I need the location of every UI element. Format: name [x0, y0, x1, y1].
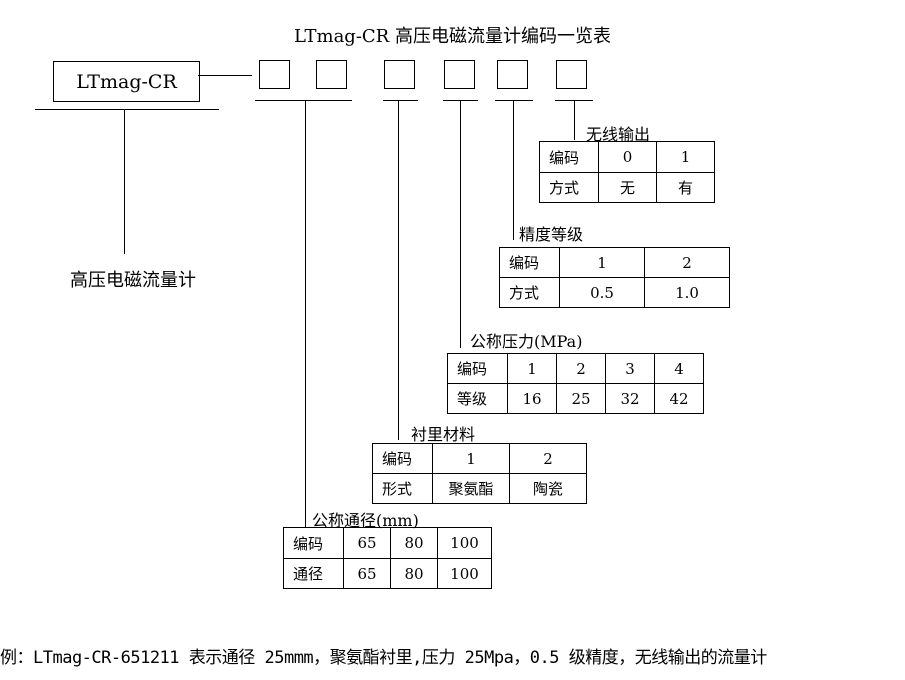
table-header-cell: 编码	[499, 247, 560, 278]
table-cell: 1.0	[644, 277, 730, 308]
table-cell: 1	[432, 443, 510, 474]
leader-line-pressure	[460, 100, 461, 348]
table-cell: 100	[437, 527, 492, 559]
table-cell: 1	[559, 247, 645, 278]
table-cell: 1	[656, 141, 715, 173]
product-leader-line	[124, 109, 125, 254]
nominal-pressure-table: 编码 1 2 3 4 等级 16 25 32 42	[447, 353, 704, 414]
code-box-5	[497, 60, 528, 89]
table-cell: 陶瓷	[509, 473, 587, 504]
table-cell: 有	[656, 172, 715, 203]
code-underline-4	[495, 100, 533, 101]
wireless-output-caption: 无线输出	[586, 125, 651, 144]
table-cell: 1	[507, 353, 557, 384]
table-header-cell: 通径	[283, 558, 344, 589]
table-cell: 4	[654, 353, 704, 384]
leader-line-lining	[398, 100, 399, 440]
example-text: 例：LTmag-CR-651211 表示通径 25mmm，聚氨酯衬里,压力 25…	[0, 648, 767, 668]
leader-line-wireless	[574, 100, 575, 140]
lining-material-caption: 衬里材料	[411, 425, 476, 444]
code-box-3	[384, 60, 415, 89]
nominal-diameter-table: 编码 65 80 100 通径 65 80 100	[283, 527, 492, 589]
nominal-pressure-caption: 公称压力(MPa)	[470, 332, 583, 351]
wireless-output-table: 编码 0 1 方式 无 有	[539, 141, 715, 203]
code-underline-2	[383, 100, 418, 101]
code-box-2	[316, 60, 347, 89]
table-header-cell: 形式	[372, 473, 433, 504]
table-cell: 2	[556, 353, 606, 384]
table-header-cell: 方式	[539, 172, 599, 203]
table-cell: 0.5	[559, 277, 645, 308]
table-cell: 2	[644, 247, 730, 278]
table-cell: 2	[509, 443, 587, 474]
connector-line	[198, 75, 252, 76]
table-header-cell: 编码	[539, 141, 599, 173]
table-cell: 无	[598, 172, 657, 203]
table-cell: 0	[598, 141, 657, 173]
code-box-1	[259, 60, 290, 89]
accuracy-class-table: 编码 1 2 方式 0.5 1.0	[499, 247, 730, 308]
page-title: LTmag-CR 高压电磁流量计编码一览表	[294, 26, 611, 47]
table-cell: 100	[437, 558, 492, 589]
table-cell: 3	[605, 353, 655, 384]
table-header-cell: 方式	[499, 277, 560, 308]
table-cell: 42	[654, 383, 704, 414]
accuracy-class-caption: 精度等级	[519, 225, 584, 244]
code-box-4	[444, 60, 475, 89]
table-header-cell: 编码	[283, 527, 344, 559]
leader-line-accuracy	[513, 100, 514, 240]
table-cell: 65	[343, 558, 391, 589]
nominal-diameter-caption: 公称通径(mm)	[312, 511, 419, 530]
table-header-cell: 编码	[447, 353, 508, 384]
table-cell: 65	[343, 527, 391, 559]
leader-line-diameter	[305, 100, 306, 527]
table-cell: 聚氨酯	[432, 473, 510, 504]
table-cell: 80	[390, 558, 438, 589]
table-cell: 32	[605, 383, 655, 414]
code-underline-1	[255, 100, 352, 101]
table-header-cell: 编码	[372, 443, 433, 474]
lining-material-table: 编码 1 2 形式 聚氨酯 陶瓷	[372, 443, 587, 504]
model-underline	[35, 109, 219, 110]
model-box: LTmag-CR	[53, 61, 200, 102]
table-header-cell: 等级	[447, 383, 508, 414]
table-cell: 80	[390, 527, 438, 559]
code-box-6	[556, 60, 587, 89]
table-cell: 25	[556, 383, 606, 414]
model-label: LTmag-CR	[76, 70, 177, 93]
product-label: 高压电磁流量计	[70, 270, 196, 291]
table-cell: 16	[507, 383, 557, 414]
